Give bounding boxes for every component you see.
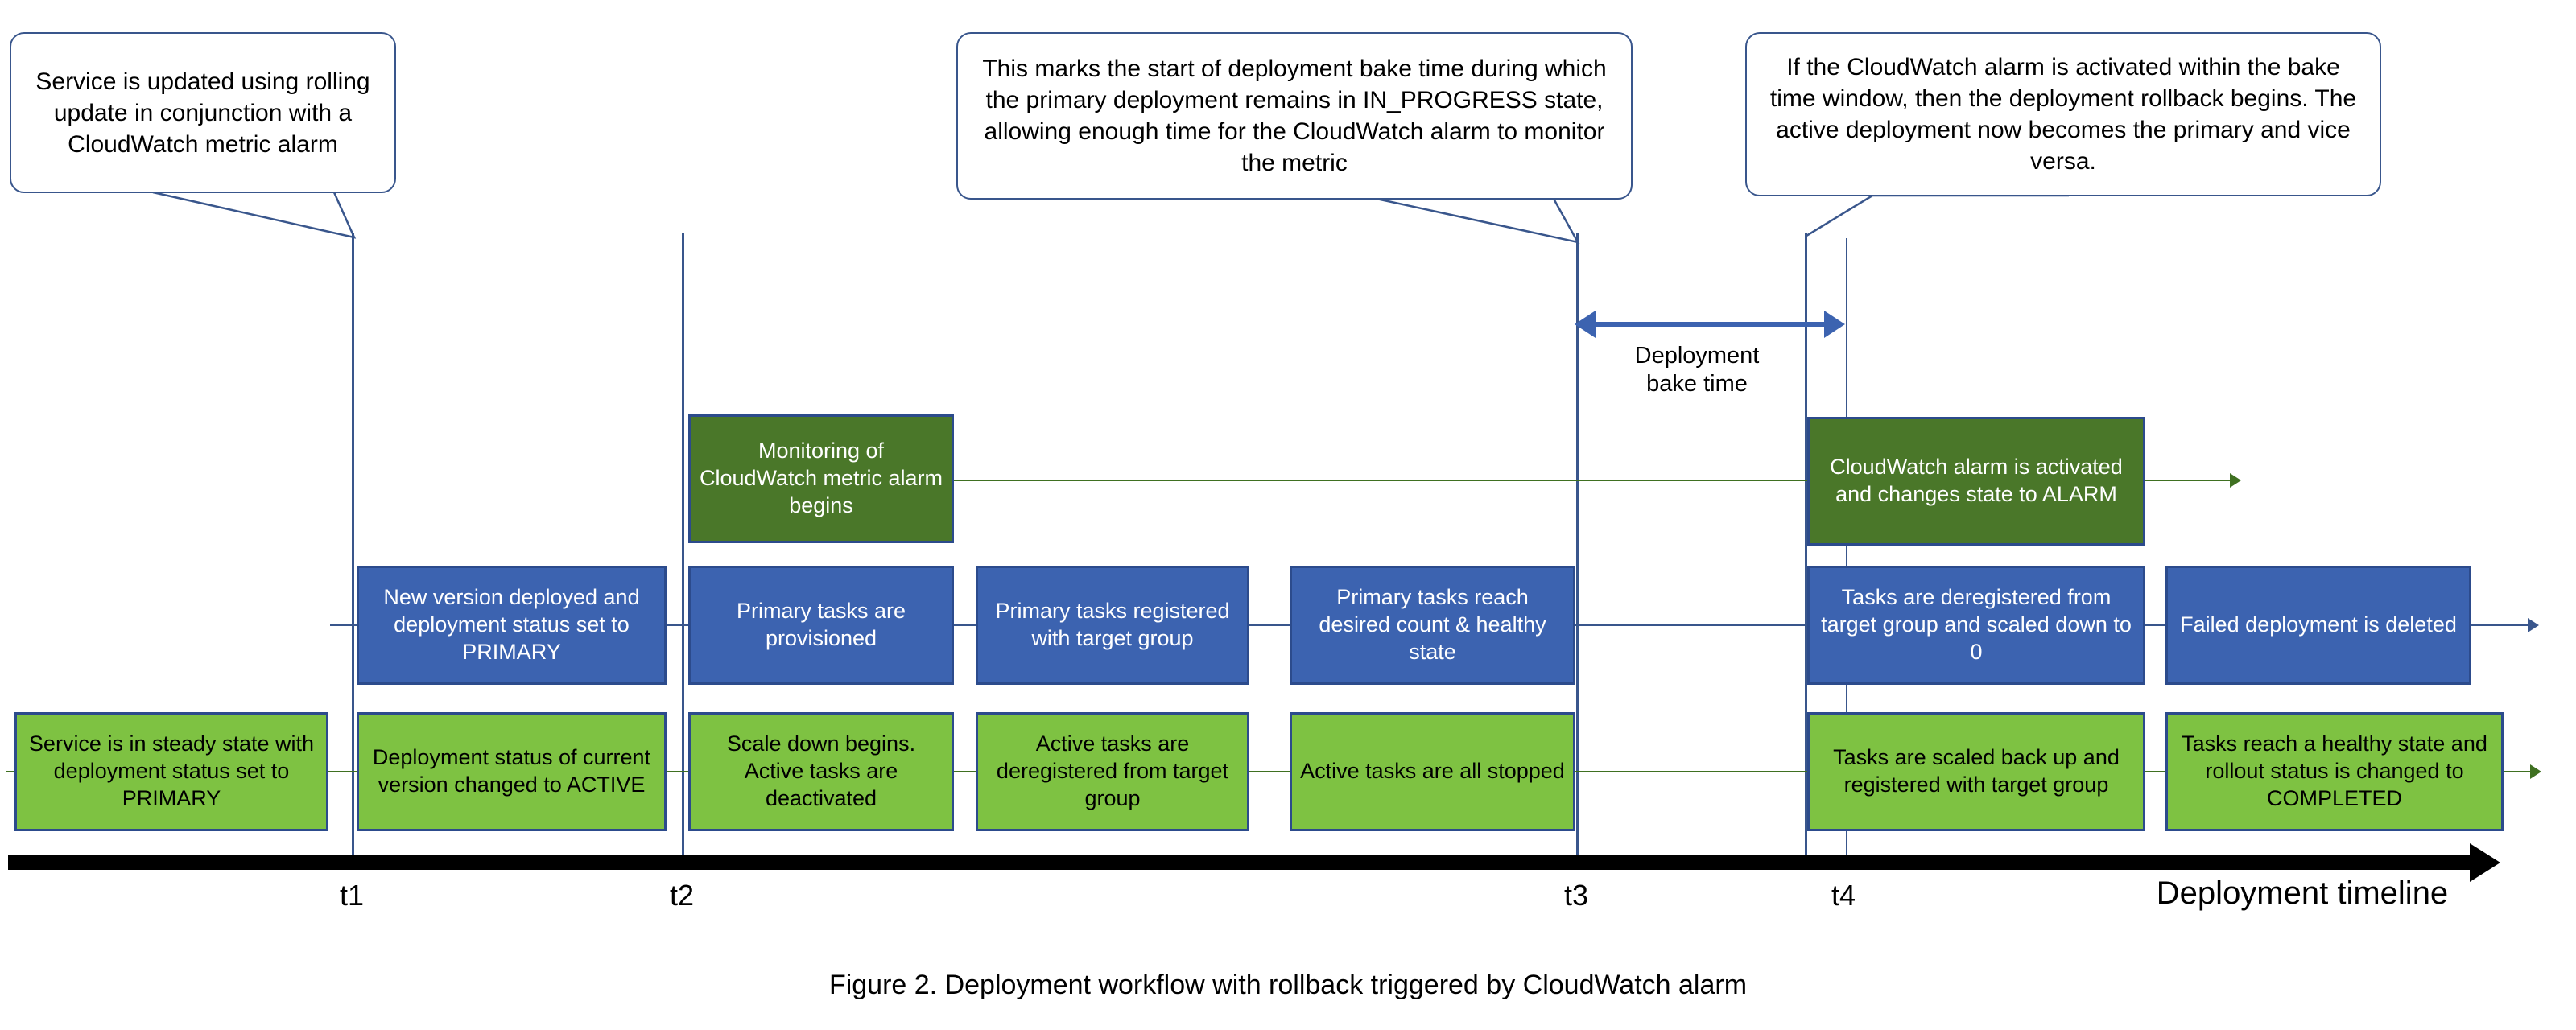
active-tasks-stopped-text: Active tasks are all stopped: [1300, 759, 1565, 784]
service-steady-state-text: Service is in steady state with deployme…: [28, 731, 315, 810]
callout-bake-time-start-text: This marks the start of deployment bake …: [982, 56, 1607, 176]
monitoring-rail-arrow-icon: [2230, 473, 2241, 488]
active-rail: [6, 771, 2534, 772]
figure-caption: Figure 2. Deployment workflow with rollb…: [828, 970, 1748, 1000]
callout-alarm-rollback-tail: [1806, 194, 2069, 237]
timeline-marker-t4: [1846, 238, 1847, 864]
active-tasks-deregistered-box: Active tasks are deregistered from targe…: [976, 712, 1249, 831]
monitoring-begins-text: Monitoring of CloudWatch metric alarm be…: [699, 439, 943, 517]
bake-time-label-line1: Deployment: [1634, 343, 1760, 369]
callout-alarm-rollback-text: If the CloudWatch alarm is activated wit…: [1769, 54, 2357, 175]
active-rail-arrow-icon: [2530, 764, 2541, 779]
monitoring-rail: [954, 480, 2234, 481]
callout-alarm-rollback: If the CloudWatch alarm is activated wit…: [1745, 32, 2381, 196]
timeline-axis-title: Deployment timeline: [2156, 876, 2449, 911]
timeline-marker-t3: [1576, 233, 1579, 864]
primary-tasks-provisioned-box: Primary tasks are provisioned: [688, 566, 954, 685]
bake-time-arrow-right-head: [1824, 311, 1845, 338]
alarm-activated-box: CloudWatch alarm is activated and change…: [1807, 417, 2145, 546]
callout-rolling-update-text: Service is updated using rolling update …: [35, 68, 370, 158]
callout-rolling-update: Service is updated using rolling update …: [10, 32, 396, 193]
tasks-deregistered-scaled-down-box: Tasks are deregistered from target group…: [1807, 566, 2145, 685]
scale-down-begins-text: Scale down begins. Active tasks are deac…: [726, 731, 916, 810]
failed-deployment-deleted-text: Failed deployment is deleted: [2180, 612, 2457, 637]
timeline-axis-arrow-icon: [2470, 843, 2500, 882]
scale-down-begins-box: Scale down begins. Active tasks are deac…: [688, 712, 954, 831]
callout-bake-time-start-tail: [1376, 197, 1580, 244]
status-changed-active-box: Deployment status of current version cha…: [357, 712, 667, 831]
primary-tasks-registered-box: Primary tasks registered with target gro…: [976, 566, 1249, 685]
primary-tasks-healthy-text: Primary tasks reach desired count & heal…: [1319, 585, 1546, 664]
timeline-marker-t1: [352, 233, 354, 864]
primary-tasks-registered-text: Primary tasks registered with target gro…: [995, 599, 1230, 650]
timeline-axis: [8, 855, 2471, 870]
tick-label-t2: t2: [669, 879, 695, 912]
alarm-activated-text: CloudWatch alarm is activated and change…: [1830, 455, 2123, 506]
tasks-deregistered-scaled-down-text: Tasks are deregistered from target group…: [1821, 585, 2132, 664]
tick-label-t1: t1: [339, 879, 365, 912]
active-tasks-deregistered-text: Active tasks are deregistered from targe…: [996, 731, 1229, 810]
timeline-marker-t2: [682, 233, 684, 864]
failed-deployment-deleted-box: Failed deployment is deleted: [2165, 566, 2471, 685]
active-tasks-stopped-box: Active tasks are all stopped: [1290, 712, 1575, 831]
status-changed-active-text: Deployment status of current version cha…: [372, 745, 651, 797]
tick-label-t3: t3: [1563, 879, 1589, 912]
monitoring-begins-box: Monitoring of CloudWatch metric alarm be…: [688, 414, 954, 543]
timeline-marker-t4-rollback: [1805, 233, 1807, 864]
new-version-deployed-box: New version deployed and deployment stat…: [357, 566, 667, 685]
new-version-deployed-text: New version deployed and deployment stat…: [383, 585, 640, 664]
primary-tasks-healthy-box: Primary tasks reach desired count & heal…: [1290, 566, 1575, 685]
callout-rolling-update-tail: [152, 191, 357, 239]
service-steady-state-box: Service is in steady state with deployme…: [14, 712, 328, 831]
tasks-healthy-completed-text: Tasks reach a healthy state and rollout …: [2182, 731, 2487, 810]
callout-bake-time-start: This marks the start of deployment bake …: [956, 32, 1633, 200]
bake-time-arrow-left-head: [1575, 311, 1596, 338]
tasks-healthy-completed-box: Tasks reach a healthy state and rollout …: [2165, 712, 2504, 831]
bake-time-arrow-bar: [1592, 322, 1824, 327]
tick-label-t4: t4: [1831, 879, 1856, 912]
bake-time-label: Deployment bake time: [1576, 342, 1818, 399]
primary-tasks-provisioned-text: Primary tasks are provisioned: [736, 599, 906, 650]
primary-rail-arrow-icon: [2528, 618, 2539, 632]
tasks-scaled-back-up-box: Tasks are scaled back up and registered …: [1807, 712, 2145, 831]
tasks-scaled-back-up-text: Tasks are scaled back up and registered …: [1833, 745, 2120, 797]
bake-time-label-line2: bake time: [1646, 371, 1748, 398]
